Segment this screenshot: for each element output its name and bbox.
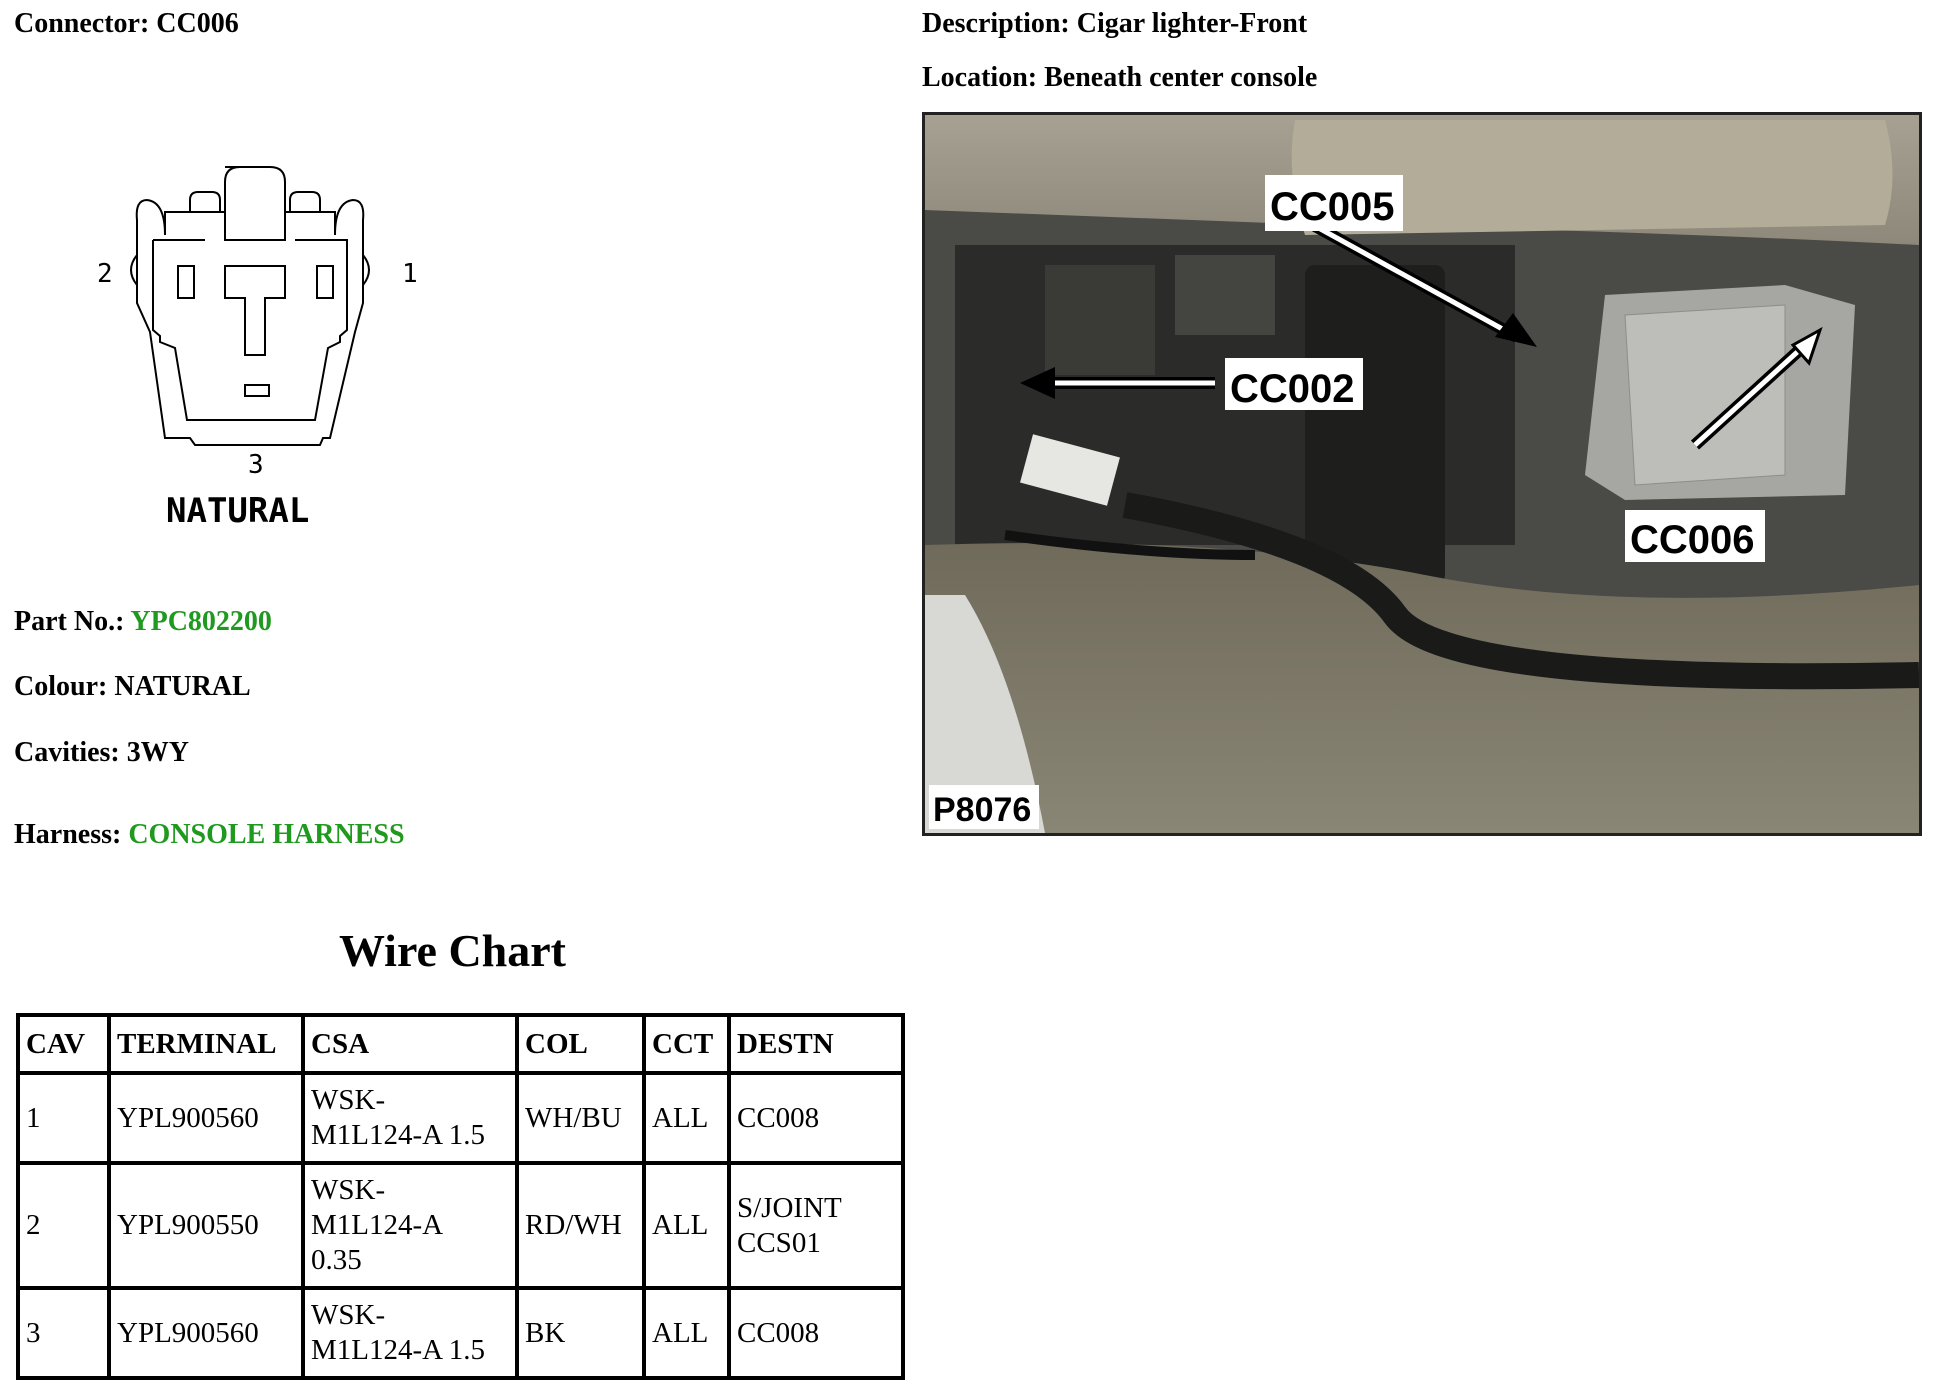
header-cav: CAV	[16, 1013, 111, 1075]
table-row: 2 YPL900550 WSK- M1L124-A 0.35 RD/WH ALL…	[16, 1161, 905, 1290]
connector-value: CC006	[156, 8, 239, 39]
cell-destn: CC008	[727, 1286, 905, 1380]
cell-destn-line: S/JOINT	[737, 1191, 842, 1224]
cell-col: RD/WH	[515, 1161, 646, 1290]
cell-csa: WSK- M1L124-A 1.5	[301, 1286, 519, 1380]
header-csa: CSA	[301, 1013, 519, 1075]
cell-terminal: YPL900560	[107, 1071, 305, 1165]
cell-csa-line: M1L124-A	[311, 1209, 444, 1241]
cell-terminal: YPL900550	[107, 1161, 305, 1290]
pin-label-1: 1	[402, 259, 418, 289]
cell-csa-line: 0.35	[311, 1244, 362, 1276]
harness-label: Harness:	[14, 819, 122, 850]
cell-cct: ALL	[642, 1071, 731, 1165]
callout-cc005: CC005	[1270, 185, 1395, 229]
cell-cav: 2	[16, 1161, 111, 1290]
pin-label-2: 2	[97, 259, 113, 289]
cell-cav: 3	[16, 1286, 111, 1380]
wire-chart-table: CAV TERMINAL CSA COL CCT DESTN 1 YPL9005…	[16, 1013, 905, 1380]
header-cct: CCT	[642, 1013, 731, 1075]
location-value: Beneath center console	[1044, 62, 1318, 93]
cell-terminal: YPL900560	[107, 1286, 305, 1380]
part-no-link[interactable]: YPC802200	[130, 606, 272, 637]
pin-label-3: 3	[248, 450, 264, 480]
cell-col: BK	[515, 1286, 646, 1380]
cell-cct: ALL	[642, 1286, 731, 1380]
description-label: Description:	[922, 8, 1070, 39]
photo-code: P8076	[933, 791, 1031, 829]
table-row: 3 YPL900560 WSK- M1L124-A 1.5 BK ALL CC0…	[16, 1286, 905, 1380]
connector-label: Connector:	[14, 8, 150, 39]
cell-cct: ALL	[642, 1161, 731, 1290]
cavities-value: 3WY	[126, 737, 189, 768]
callout-cc006: CC006	[1630, 518, 1755, 562]
connector-field: Connector: CC006	[14, 8, 239, 40]
location-field: Location: Beneath center console	[922, 62, 1317, 94]
colour-field: Colour: NATURAL	[14, 671, 251, 703]
wire-chart-title: Wire Chart	[339, 925, 566, 976]
location-photo: CC005 CC002 CC006 P8076	[922, 112, 1922, 836]
cell-csa-line: WSK-	[311, 1174, 386, 1206]
part-no-field: Part No.: YPC802200	[14, 606, 272, 638]
connector-face-diagram: 2 1 3 NATURAL	[95, 160, 455, 545]
header-destn: DESTN	[727, 1013, 905, 1075]
cell-csa-line: M1L124-A 1.5	[311, 1119, 485, 1151]
diagram-colour-label: NATURAL	[166, 491, 309, 531]
harness-field: Harness: CONSOLE HARNESS	[14, 819, 405, 851]
table-header-row: CAV TERMINAL CSA COL CCT DESTN	[16, 1013, 905, 1075]
cell-col: WH/BU	[515, 1071, 646, 1165]
header-terminal: TERMINAL	[107, 1013, 305, 1075]
cell-csa: WSK- M1L124-A 0.35	[301, 1161, 519, 1290]
cell-csa-line: WSK-	[311, 1299, 386, 1331]
location-label: Location:	[922, 62, 1038, 93]
description-field: Description: Cigar lighter-Front	[922, 8, 1307, 40]
cell-destn: S/JOINT CCS01	[727, 1161, 905, 1290]
colour-label: Colour:	[14, 671, 108, 702]
part-no-label: Part No.:	[14, 606, 125, 637]
cell-destn: CC008	[727, 1071, 905, 1165]
harness-link[interactable]: CONSOLE HARNESS	[128, 819, 405, 850]
callout-cc002: CC002	[1230, 367, 1355, 411]
cell-cav: 1	[16, 1071, 111, 1165]
cell-csa-line: WSK-	[311, 1084, 386, 1116]
table-row: 1 YPL900560 WSK- M1L124-A 1.5 WH/BU ALL …	[16, 1071, 905, 1165]
colour-value: NATURAL	[114, 671, 251, 702]
cell-csa: WSK- M1L124-A 1.5	[301, 1071, 519, 1165]
cavities-label: Cavities:	[14, 737, 120, 768]
cell-destn-line: CCS01	[737, 1226, 821, 1259]
description-value: Cigar lighter-Front	[1076, 8, 1308, 39]
header-col: COL	[515, 1013, 646, 1075]
cell-csa-line: M1L124-A 1.5	[311, 1334, 485, 1366]
cavities-field: Cavities: 3WY	[14, 737, 189, 769]
